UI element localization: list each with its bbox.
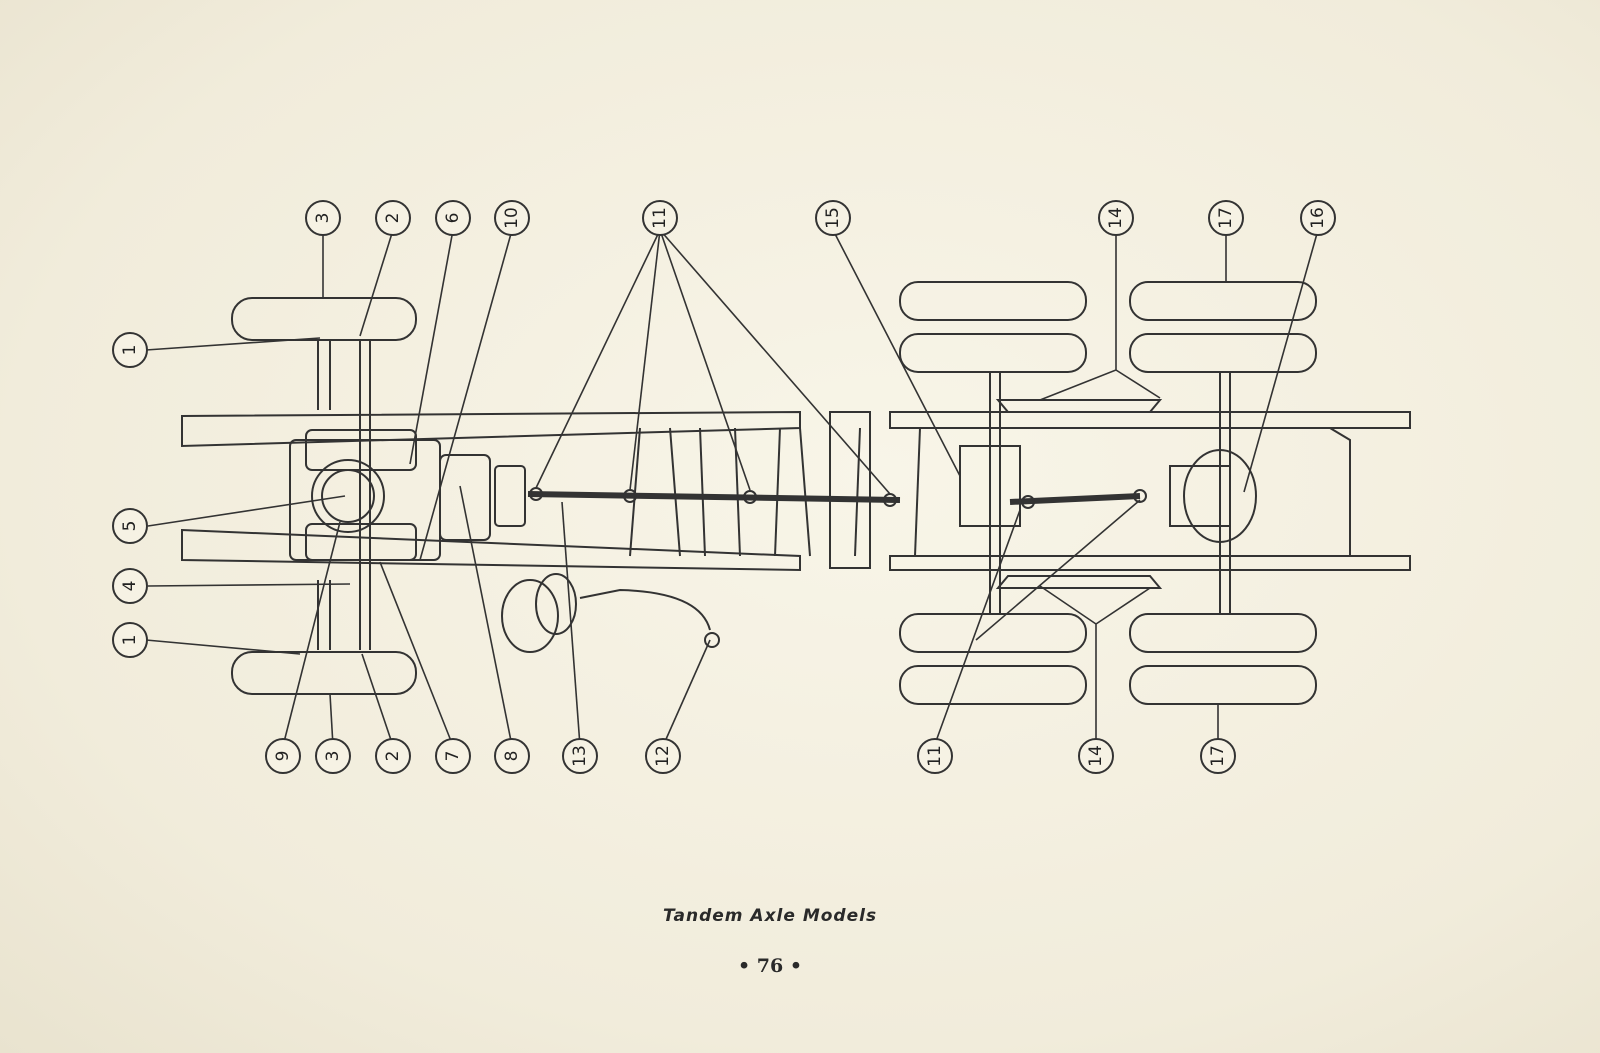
callout-label: 3 [323, 751, 343, 762]
callout-label: 11 [925, 745, 945, 767]
callout-4: 4 [112, 568, 148, 604]
callout-10: 10 [494, 200, 530, 236]
callout-label: 14 [1086, 745, 1106, 767]
callout-label: 5 [120, 521, 140, 532]
callout-8: 8 [494, 738, 530, 774]
cross-members [629, 427, 921, 557]
callout-17: 17 [1208, 200, 1244, 236]
callout-label: 13 [570, 745, 590, 767]
rear-tandem-axles [899, 281, 1317, 705]
callout-14: 14 [1098, 200, 1134, 236]
callout-3: 3 [315, 738, 351, 774]
callout-label: 10 [502, 207, 522, 229]
callout-label: 2 [383, 751, 403, 762]
callout-label: 17 [1208, 745, 1228, 767]
callout-12: 12 [645, 738, 681, 774]
callout-2: 2 [375, 738, 411, 774]
callout-label: 7 [443, 751, 463, 762]
callout-label: 3 [313, 213, 333, 224]
callout-5: 5 [112, 508, 148, 544]
callout-1: 1 [112, 332, 148, 368]
callout-label: 9 [273, 751, 293, 762]
callout-15: 15 [815, 200, 851, 236]
callout-label: 15 [823, 207, 843, 229]
callout-1: 1 [112, 622, 148, 658]
callout-2: 2 [375, 200, 411, 236]
callout-label: 11 [650, 207, 670, 229]
drive-shafts [527, 487, 1147, 509]
callout-label: 17 [1216, 207, 1236, 229]
callout-14: 14 [1078, 738, 1114, 774]
callout-label: 2 [383, 213, 403, 224]
front-axle [231, 297, 417, 695]
callout-11: 11 [642, 200, 678, 236]
callout-9: 9 [265, 738, 301, 774]
callout-13: 13 [562, 738, 598, 774]
callout-label: 4 [120, 581, 140, 592]
callout-label: 1 [120, 635, 140, 646]
callout-label: 12 [653, 745, 673, 767]
callout-6: 6 [435, 200, 471, 236]
callout-label: 6 [443, 213, 463, 224]
hose-assembly [501, 573, 720, 653]
callout-label: 16 [1308, 207, 1328, 229]
callout-16: 16 [1300, 200, 1336, 236]
engine [289, 429, 526, 561]
callout-11: 11 [917, 738, 953, 774]
frame-rails [181, 410, 1411, 572]
callout-label: 14 [1106, 207, 1126, 229]
callout-7: 7 [435, 738, 471, 774]
callout-17: 17 [1200, 738, 1236, 774]
callout-label: 8 [502, 751, 522, 762]
figure-caption: Tandem Axle Models [662, 906, 878, 926]
callout-label: 1 [120, 345, 140, 356]
callout-3: 3 [305, 200, 341, 236]
page-number: • 76 • [738, 955, 802, 977]
